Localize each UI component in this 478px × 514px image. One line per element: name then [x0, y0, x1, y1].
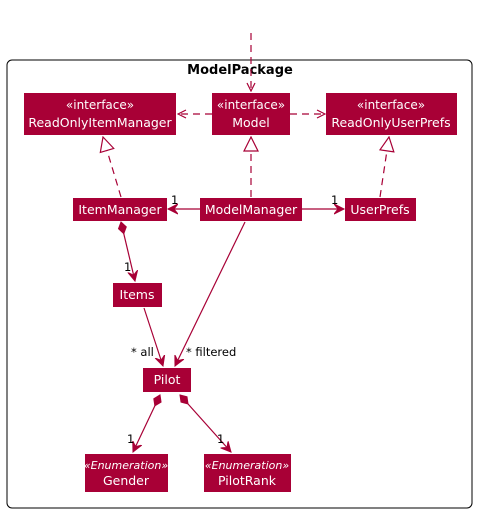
- itemmanager-to-items-edge: [121, 222, 135, 281]
- stereotype-label: «Enumeration»: [84, 459, 168, 472]
- multiplicity-im-items: 1: [124, 260, 131, 274]
- multiplicity-mm-im: 1: [171, 193, 178, 207]
- class-userprefs[interactable]: UserPrefs: [345, 198, 416, 221]
- package-title: ModelPackage: [187, 63, 293, 78]
- pilot-to-pilotrank-edge: [180, 395, 231, 452]
- class-name: Gender: [103, 473, 150, 488]
- class-modelmanager[interactable]: ModelManager: [200, 198, 302, 221]
- userprefs-realizes-edge: [380, 137, 389, 198]
- package-frame: [6, 59, 473, 509]
- class-name: Model: [232, 115, 270, 130]
- class-model[interactable]: «interface» Model: [212, 93, 290, 135]
- class-name: ModelManager: [205, 202, 298, 217]
- multiplicity-items-pilot: * all: [131, 345, 154, 359]
- class-gender[interactable]: «Enumeration» Gender: [84, 454, 168, 492]
- modelmanager-to-pilot-edge: [175, 221, 246, 366]
- class-items[interactable]: Items: [113, 283, 162, 307]
- class-name: ReadOnlyItemManager: [28, 115, 172, 130]
- class-name: PilotRank: [218, 473, 277, 488]
- class-name: ItemManager: [78, 202, 162, 217]
- stereotype-label: «interface»: [357, 98, 425, 112]
- stereotype-label: «interface»: [66, 98, 134, 112]
- multiplicity-pilot-rank: 1: [217, 432, 224, 446]
- stereotype-label: «Enumeration»: [205, 459, 289, 472]
- multiplicity-mm-pilot: * filtered: [186, 345, 236, 359]
- class-name: Items: [120, 287, 155, 302]
- pilot-to-gender-edge: [133, 395, 160, 452]
- class-pilotrank[interactable]: «Enumeration» PilotRank: [204, 454, 291, 492]
- stereotype-label: «interface»: [217, 98, 285, 112]
- class-pilot[interactable]: Pilot: [143, 368, 191, 392]
- class-name: ReadOnlyUserPrefs: [331, 115, 450, 130]
- class-name: Pilot: [154, 372, 181, 387]
- itemmanager-realizes-edge: [103, 137, 122, 198]
- items-to-pilot-edge: [143, 307, 163, 366]
- class-readonlyuserprefs[interactable]: «interface» ReadOnlyUserPrefs: [326, 93, 457, 135]
- class-name: UserPrefs: [350, 202, 409, 217]
- multiplicity-mm-up: 1: [331, 193, 338, 207]
- multiplicity-pilot-gender: 1: [127, 432, 134, 446]
- class-readonlyitemmanager[interactable]: «interface» ReadOnlyItemManager: [24, 93, 176, 135]
- class-itemmanager[interactable]: ItemManager: [73, 198, 167, 221]
